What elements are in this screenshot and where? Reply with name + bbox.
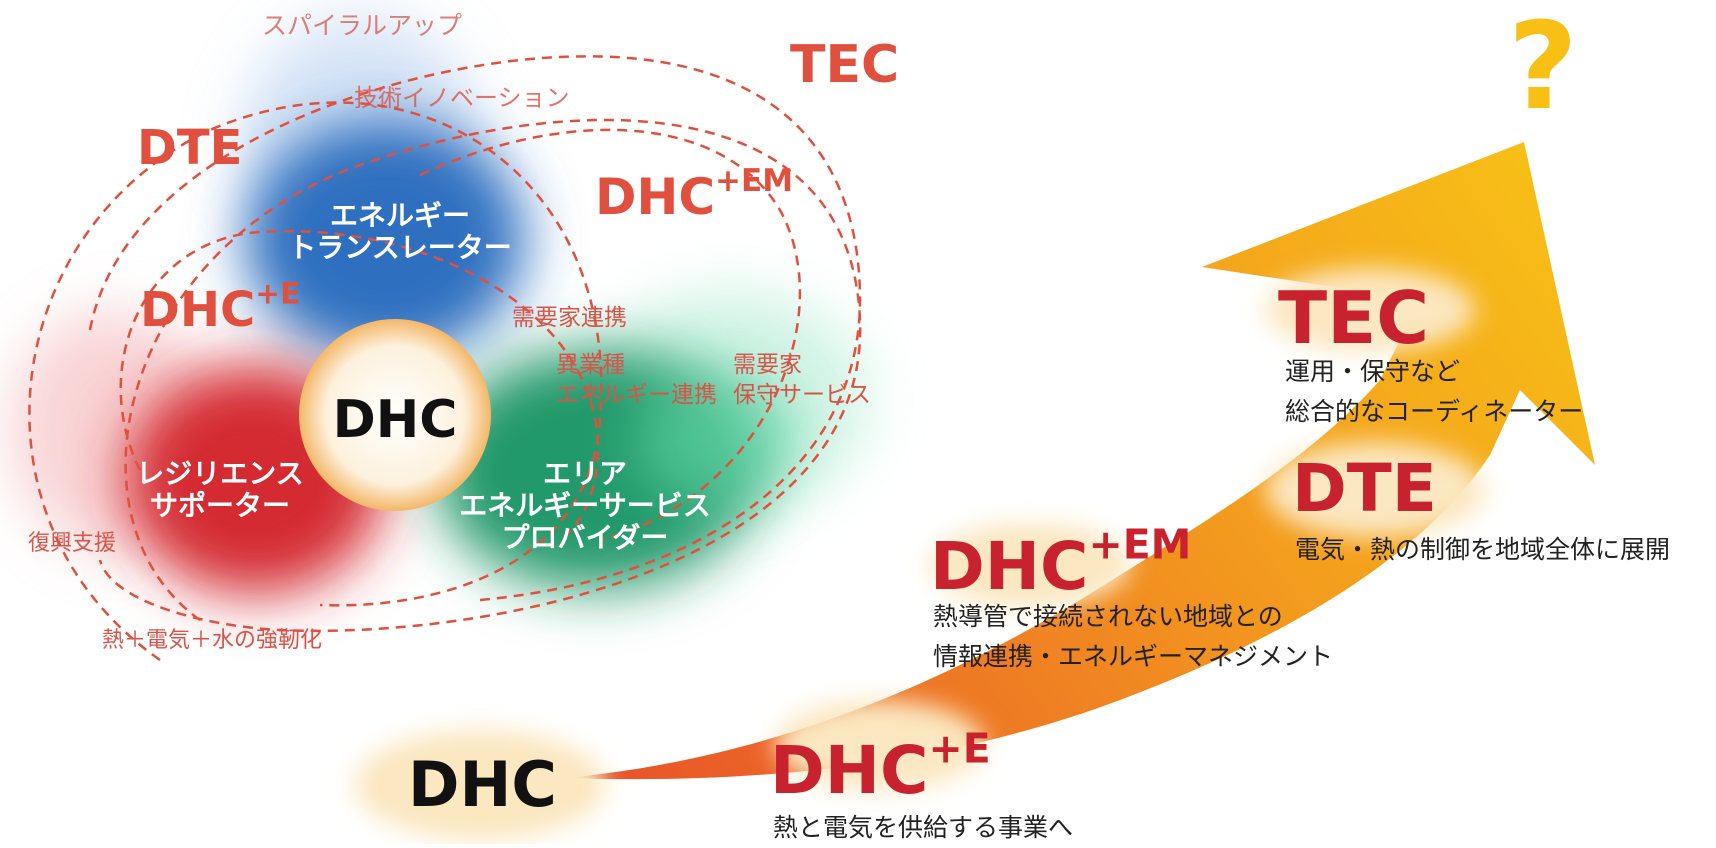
green-circle-label: エリア エネルギーサービス プロバイダー: [459, 457, 711, 555]
center-circle: [299, 319, 491, 511]
roadmap-stage-dhc-em-title: DHC+EM: [930, 520, 1192, 605]
cross-industry-label-2: エネルギー連携: [556, 382, 717, 408]
roadmap-stage-dhc-e-title: DHC+E: [770, 724, 991, 809]
dashed-loops: [28, 55, 862, 662]
cross-industry-label-1: 異業種: [556, 352, 625, 378]
center-dhc-label: DHC: [332, 390, 458, 450]
tech-innovation-label: 技術イノベーション: [354, 84, 570, 112]
roadmap-stage-dhc-title: DHC: [408, 748, 557, 821]
customer-service-label-2: 保守サービス: [733, 382, 871, 408]
question-mark: ?: [1508, 0, 1578, 137]
recovery-support-label: 復興支援: [28, 531, 117, 556]
roadmap-stage-dte-desc: 電気・熱の制御を地域全体に展開: [1295, 535, 1671, 564]
roadmap-stage-dhc-e-desc: 熱と電気を供給する事業へ: [773, 813, 1074, 842]
roadmap-stage-tec-title: TEC: [1278, 276, 1430, 360]
dte-label: DTE: [137, 120, 243, 176]
green-halo: [435, 290, 870, 590]
dhc-em-label: DHC+EM: [595, 162, 794, 226]
customer-link-label: 需要家連携: [512, 305, 627, 331]
roadmap-stage-tec-desc: 運用・保守など 総合的なコーディネーター: [1285, 357, 1584, 426]
strengthening-label: 熱＋電気＋水の強靭化: [102, 628, 323, 653]
dhc-e-label: DHC+E: [140, 276, 301, 338]
blue-circle-label: エネルギー トランスレーター: [288, 199, 512, 265]
roadmap-stage-dhc-em-desc: 熱導管で接続されない地域との 情報連携・エネルギーマネジメント: [933, 602, 1334, 671]
red-circle-label: レジリエンス サポーター: [136, 457, 304, 523]
blue-halo: [240, 15, 525, 360]
customer-service-label-1: 需要家: [733, 352, 802, 378]
tec-label: TEC: [790, 35, 900, 95]
roadmap-stage-dte-title: DTE: [1292, 450, 1437, 527]
roadmap-glows: [355, 268, 1485, 840]
spiral-up-label: スパイラルアップ: [262, 11, 463, 40]
